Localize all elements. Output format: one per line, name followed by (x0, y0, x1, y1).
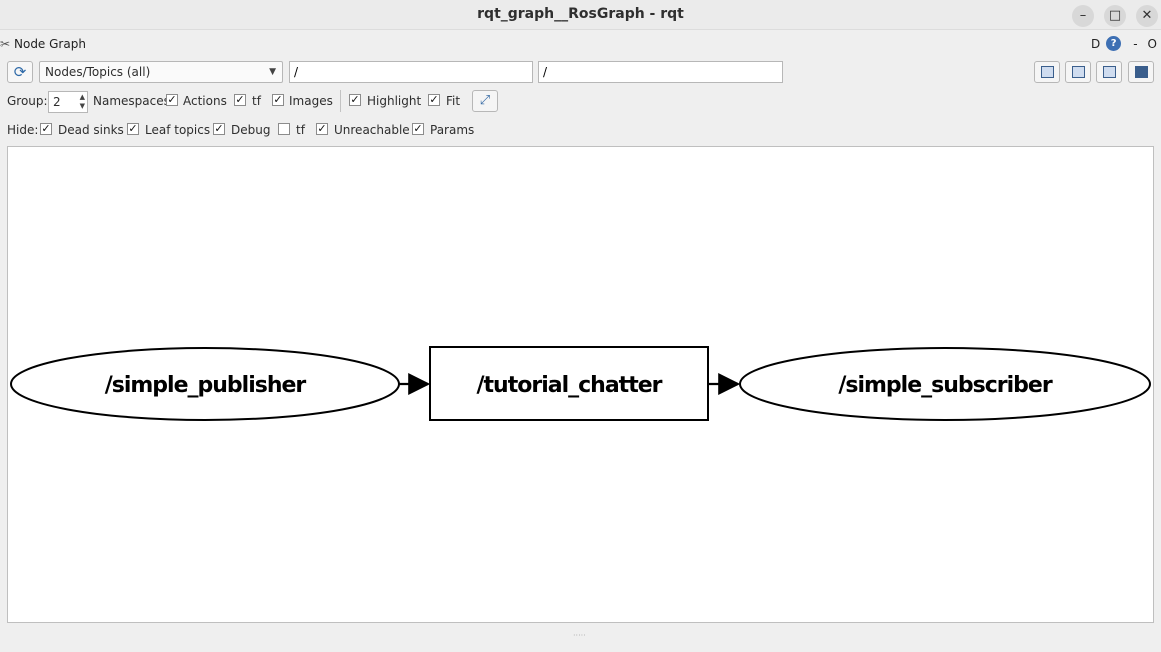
save-dot-icon (1072, 66, 1085, 78)
debug-checkbox[interactable]: ✓ (213, 122, 225, 135)
node-label: /tutorial_chatter (477, 373, 663, 398)
unreachable-checkbox[interactable]: ✓ (316, 122, 328, 135)
window-title: rqt_graph__RosGraph - rqt (477, 6, 684, 22)
maximize-button[interactable]: □ (1104, 5, 1126, 27)
actions-checkbox[interactable]: ✓ (234, 93, 246, 106)
params-checkbox[interactable]: ✓ (412, 122, 424, 135)
graph-type-value: Nodes/Topics (all) (45, 65, 151, 79)
dead-sinks-label: Dead sinks (58, 123, 124, 137)
graph-node-simple-publisher[interactable]: /simple_publisher (10, 347, 400, 421)
fit-view-icon: ⤢ (479, 93, 491, 108)
options-row: Group: 2 ▲▼ Namespaces ✓ Actions ✓ tf ✓ … (0, 89, 1161, 113)
refresh-icon: ⟳ (13, 63, 27, 81)
save-dot-button[interactable] (1065, 61, 1091, 83)
splitter-handle[interactable]: ····· (573, 631, 586, 640)
dock-minimize-button[interactable]: - (1133, 36, 1138, 51)
hide-label: Hide: (7, 123, 39, 137)
dock-float-button[interactable]: O (1147, 36, 1157, 51)
group-label: Group: (7, 94, 48, 108)
hide-tf-label: tf (296, 123, 305, 137)
node-label: /simple_publisher (105, 373, 307, 398)
refresh-button[interactable]: ⟳ (7, 61, 33, 83)
dead-sinks-checkbox[interactable]: ✓ (40, 122, 52, 135)
dock-title: Node Graph (14, 37, 86, 51)
highlight-checkbox[interactable]: ✓ (349, 93, 361, 106)
group-spinbox[interactable]: 2 ▲▼ (48, 91, 88, 113)
leaf-topics-label: Leaf topics (145, 123, 211, 137)
graph-svg: /simple_publisher /tutorial_chatter /sim… (10, 346, 1151, 421)
dock-header: ✂ Node Graph D ? - O (0, 34, 1161, 54)
save-svg-button[interactable] (1096, 61, 1122, 83)
fit-in-view-button[interactable]: ⤢ (472, 90, 498, 112)
dock-controls: D ? - O (1091, 36, 1157, 51)
tools-icon: ✂ (0, 37, 11, 51)
divider (340, 90, 341, 112)
images-label: Images (289, 94, 333, 108)
node-label: /simple_subscriber (838, 373, 1053, 398)
topic-filter-input[interactable] (538, 61, 783, 83)
filter-toolbar: ⟳ Nodes/Topics (all) ▼ (0, 59, 1161, 85)
load-dot-button[interactable] (1034, 61, 1060, 83)
graph-node-simple-subscriber[interactable]: /simple_subscriber (739, 347, 1151, 421)
params-label: Params (430, 123, 475, 137)
leaf-topics-checkbox[interactable]: ✓ (127, 122, 139, 135)
spin-arrows-icon[interactable]: ▲▼ (79, 93, 85, 110)
unreachable-label: Unreachable (334, 123, 410, 137)
graph-type-select[interactable]: Nodes/Topics (all) ▼ (39, 61, 283, 83)
save-image-button[interactable] (1128, 61, 1154, 83)
graph-node-tutorial-chatter[interactable]: /tutorial_chatter (429, 346, 709, 421)
save-image-icon (1135, 66, 1148, 78)
fit-label: Fit (446, 94, 461, 108)
namespaces-checkbox[interactable]: ✓ (166, 93, 178, 106)
help-icon[interactable]: ? (1106, 36, 1122, 51)
save-svg-icon (1103, 66, 1116, 78)
hide-tf-checkbox[interactable] (278, 123, 290, 135)
fit-checkbox[interactable]: ✓ (428, 93, 440, 106)
dock-d-button[interactable]: D (1090, 36, 1101, 51)
tf-label: tf (252, 94, 261, 108)
hide-row: Hide: ✓ Dead sinks ✓ Leaf topics ✓ Debug… (0, 118, 1161, 142)
close-button[interactable]: ✕ (1136, 5, 1158, 27)
actions-label: Actions (183, 94, 227, 108)
group-value: 2 (53, 95, 61, 109)
chevron-down-icon: ▼ (269, 67, 276, 77)
node-filter-input[interactable] (289, 61, 533, 83)
load-icon (1041, 66, 1054, 78)
highlight-label: Highlight (367, 94, 422, 108)
debug-label: Debug (231, 123, 271, 137)
tf-checkbox[interactable]: ✓ (272, 93, 284, 106)
namespaces-label: Namespaces (93, 94, 170, 108)
graph-canvas[interactable]: /simple_publisher /tutorial_chatter /sim… (7, 146, 1154, 623)
minimize-button[interactable]: – (1072, 5, 1094, 27)
window-titlebar: rqt_graph__RosGraph - rqt – □ ✕ (0, 0, 1161, 30)
